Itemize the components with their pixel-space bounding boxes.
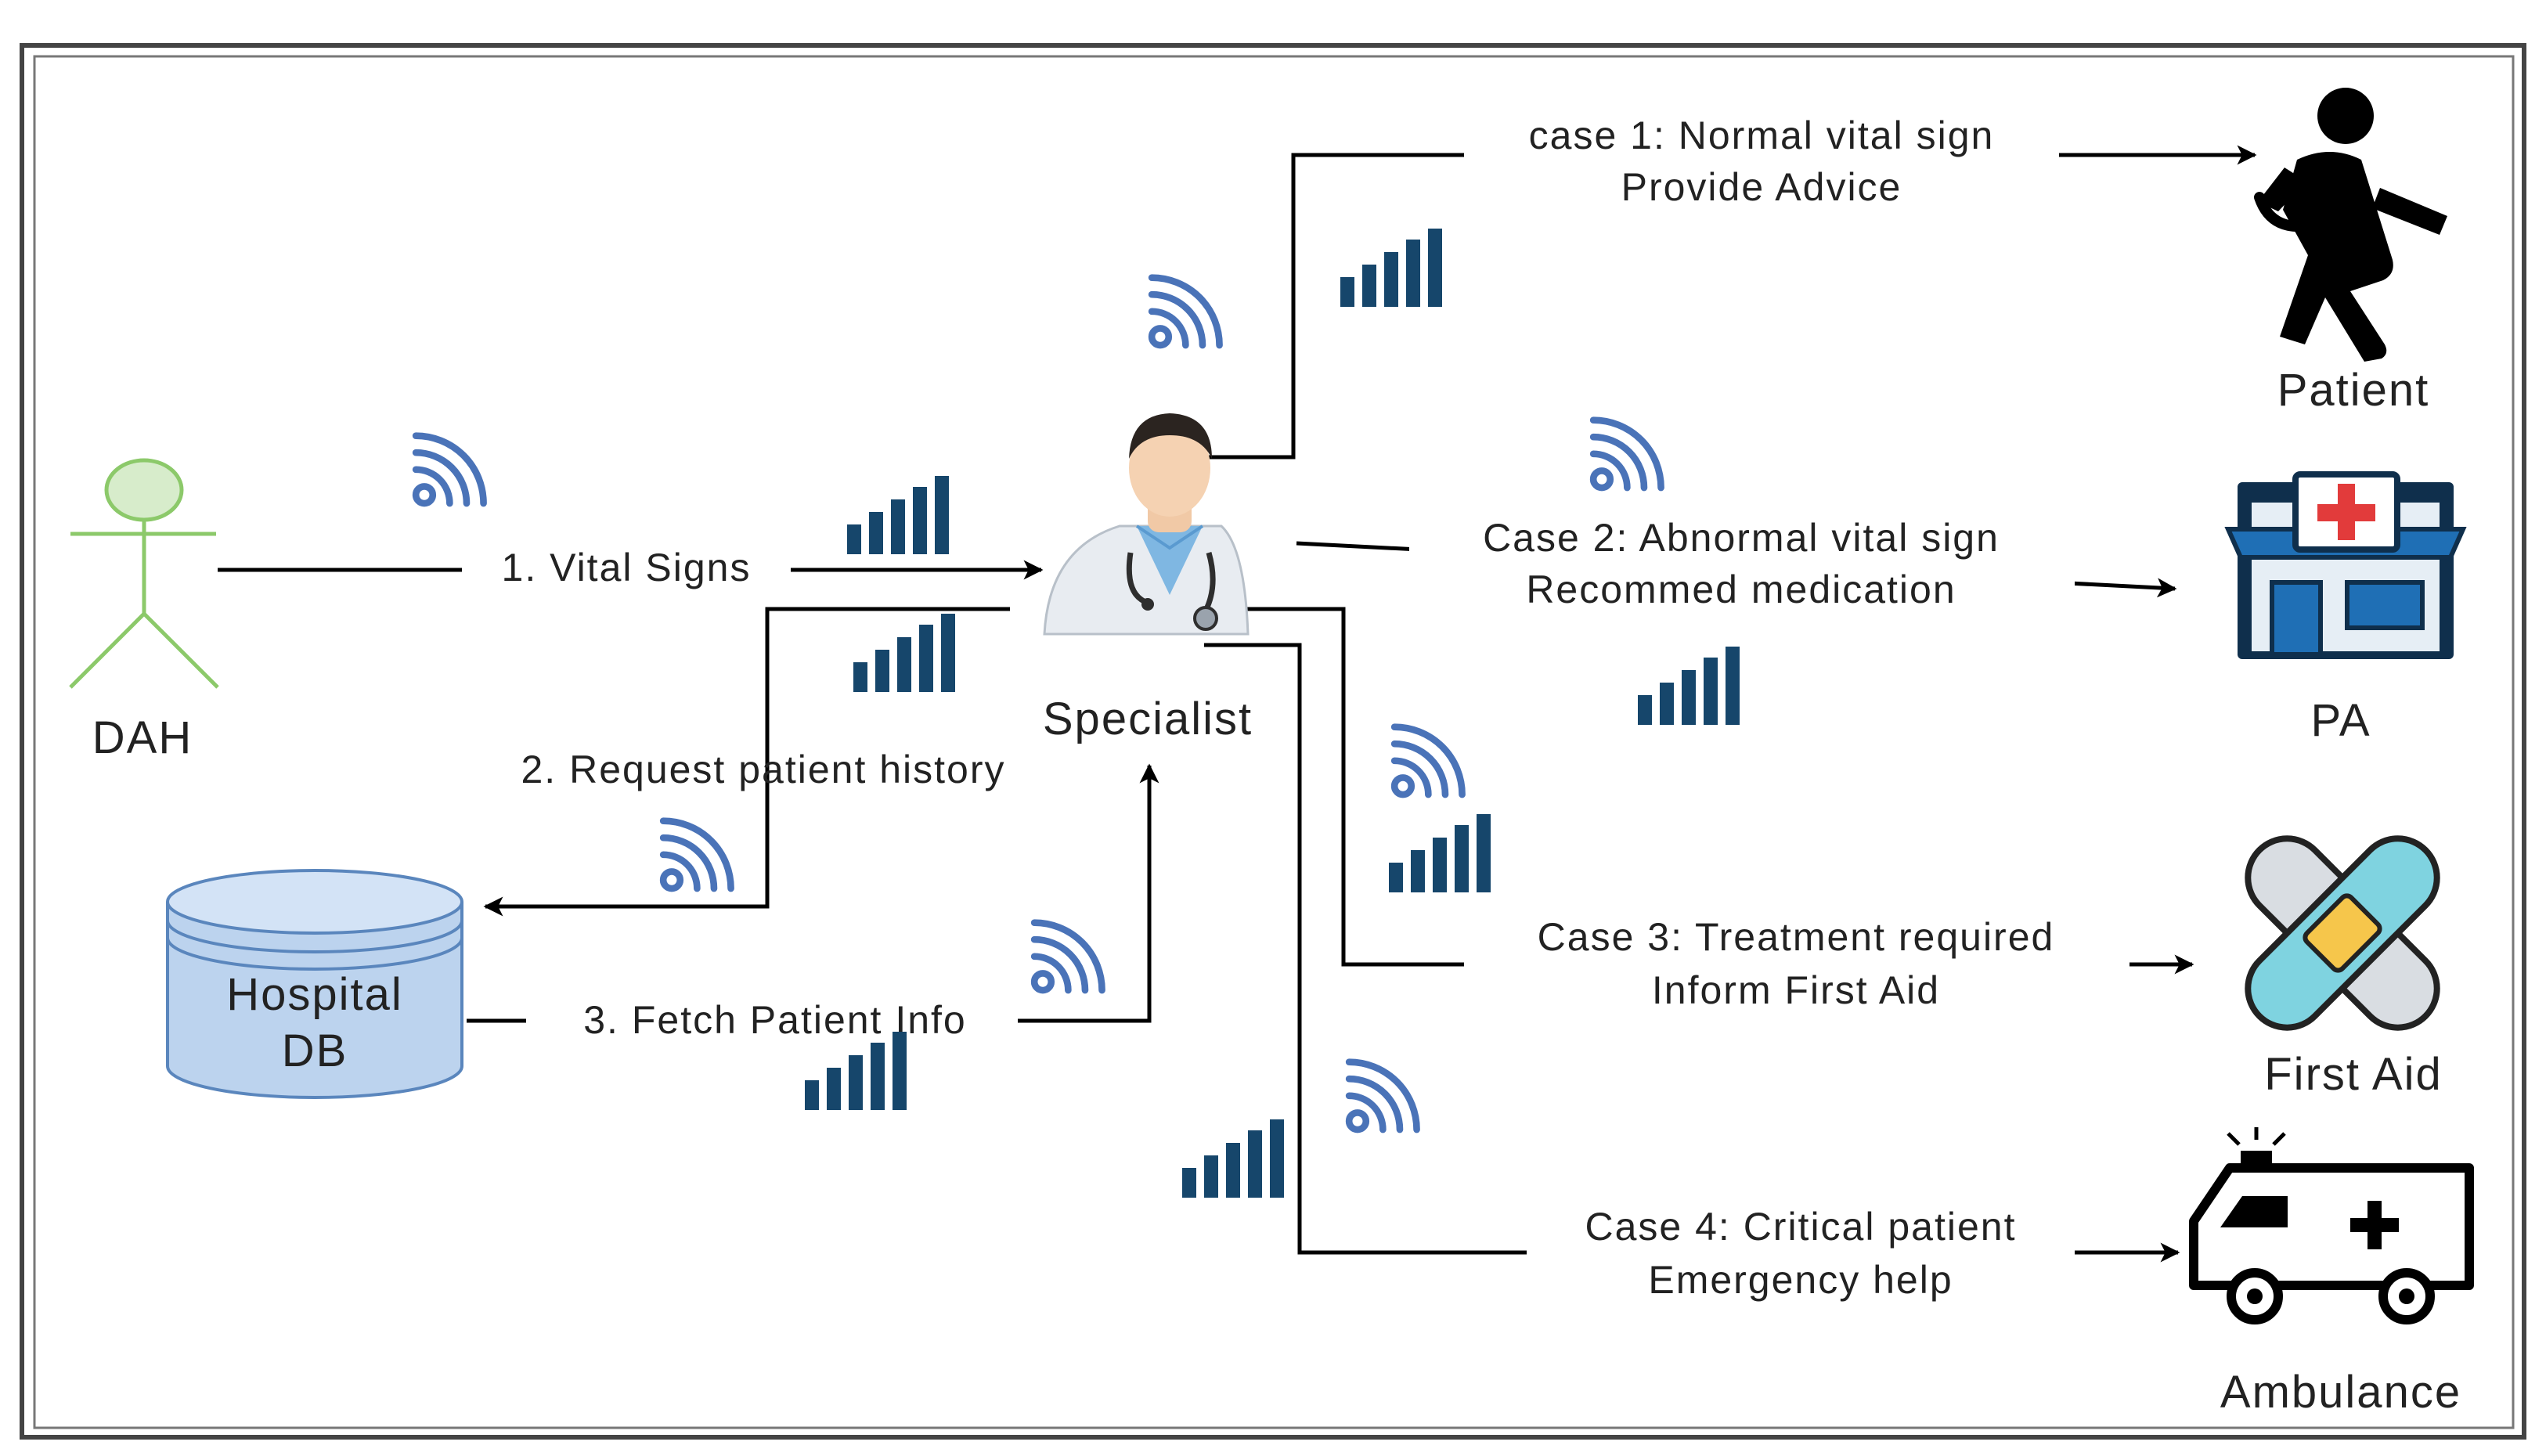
pa-label: PA [2310, 695, 2371, 746]
patient-label: Patient [2277, 365, 2430, 416]
signal-bars-icon [1182, 1119, 1284, 1198]
bg-case2 [1409, 507, 2075, 611]
first-aid-label: First Aid [2264, 1049, 2443, 1100]
signal-bars-icon [805, 1032, 907, 1110]
bg-vital-signs [462, 543, 791, 592]
bg-case3 [1464, 913, 2129, 1016]
label-case4-line2: Emergency help [1648, 1258, 1953, 1302]
wifi-icon [1034, 923, 1102, 990]
signal-bars-icon [1340, 229, 1442, 307]
signal-bars-icon [1638, 647, 1740, 725]
actor-icon [69, 458, 219, 689]
signal-bars-icon [847, 476, 949, 554]
wifi-icon [663, 821, 730, 888]
label-case1-line2: Provide Advice [1621, 165, 1902, 209]
label-case2-line2: Recommed medication [1526, 568, 1956, 611]
label-case3-line1: Case 3: Treatment required [1538, 915, 2055, 959]
label-vital-signs: 1. Vital Signs [502, 546, 752, 589]
signal-bars-icon [853, 614, 955, 692]
inner-frame [33, 55, 2515, 1429]
pharmacy-icon [2224, 471, 2467, 659]
specialist-label: Specialist [1043, 694, 1253, 744]
label-case1-line1: case 1: Normal vital sign [1529, 114, 1995, 157]
database-icon [166, 869, 463, 1099]
walking-patient-icon [2254, 88, 2447, 362]
signal-bars-icon [1389, 814, 1491, 892]
bg-case4 [1527, 1201, 2075, 1304]
ambulance-label: Ambulance [2220, 1367, 2461, 1418]
hospital-db-label-line2: DB [282, 1025, 348, 1076]
edge-request-history [483, 607, 1010, 917]
label-case3-line2: Inform First Aid [1652, 968, 1940, 1012]
wifi-icon [1394, 727, 1462, 795]
bg-case1 [1464, 110, 2059, 213]
hospital-db-label-line1: Hospital [226, 969, 403, 1020]
label-request-history: 2. Request patient history [521, 748, 1006, 791]
outer-frame [20, 43, 2526, 1440]
bg-fetch-info [526, 994, 1018, 1043]
wifi-icon [1152, 278, 1219, 345]
label-fetch-info: 3. Fetch Patient Info [583, 998, 967, 1042]
ambulance-icon [2189, 1127, 2474, 1324]
label-case2-line1: Case 2: Abnormal vital sign [1483, 516, 2000, 560]
first-aid-icon [2245, 835, 2440, 1031]
dah-label: DAH [92, 712, 193, 763]
doctor-icon [1043, 413, 1250, 636]
wifi-icon [416, 436, 483, 503]
wifi-icon [1349, 1062, 1416, 1130]
label-case4-line1: Case 4: Critical patient [1585, 1205, 2016, 1249]
wifi-icon [1593, 420, 1661, 488]
